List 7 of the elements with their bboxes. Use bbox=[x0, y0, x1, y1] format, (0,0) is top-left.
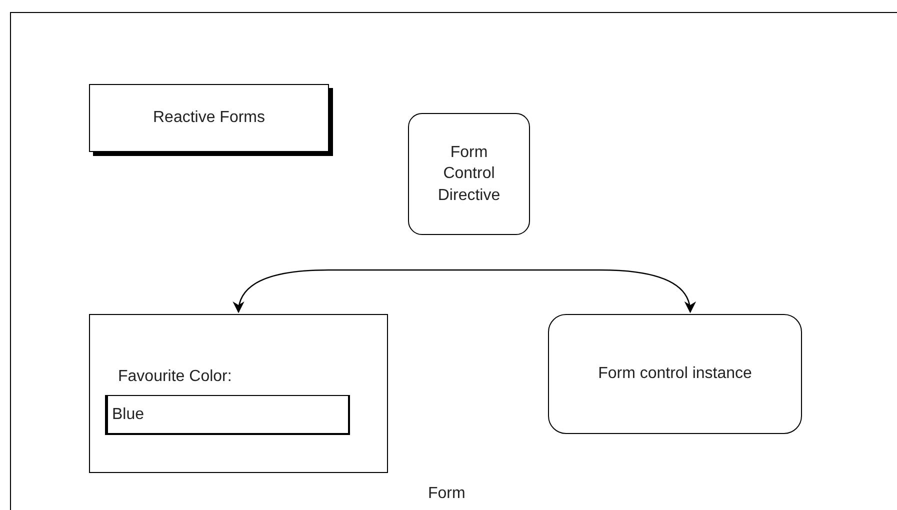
rounded-box: Form control instance bbox=[548, 314, 802, 434]
form-panel bbox=[89, 314, 388, 473]
rounded-box: Form Control Directive bbox=[408, 113, 530, 235]
field-label: Favourite Color: bbox=[118, 367, 232, 387]
caption-text: Form bbox=[428, 484, 466, 504]
curved-arrow bbox=[234, 269, 696, 314]
input-field: Blue bbox=[105, 395, 350, 435]
